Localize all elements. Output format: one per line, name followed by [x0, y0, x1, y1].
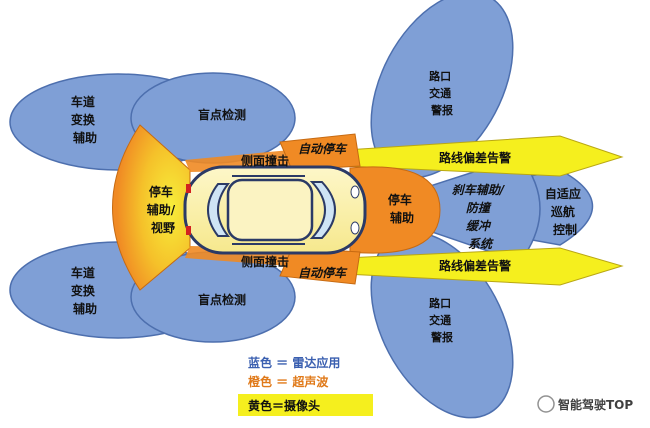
- blind-spot-bottom-label: 盲点检测: [198, 292, 246, 307]
- svg-text:刹车辅助/ 防撞 缓冲: 刹车辅助/ 防撞 缓冲 系统: [452, 183, 509, 251]
- cross-traffic-bottom-label-3: 警报: [430, 330, 454, 344]
- svg-text:车道 变换 辅助: 车道 变换 辅助: [71, 265, 99, 316]
- lane-change-top-label-2: 变换: [71, 112, 96, 127]
- rear-park-zone: [112, 124, 191, 291]
- legend-blue: 蓝色 ＝ 雷达应用: [248, 355, 340, 370]
- car-roof: [226, 178, 314, 242]
- car-front-windshield: [309, 181, 336, 239]
- front-park-label-1: 停车: [388, 192, 412, 207]
- svg-text:停车 辅助: 停车 辅助: [388, 192, 416, 225]
- acc-label-3: 控制: [553, 222, 577, 237]
- auto-park-top-label: 自动停车: [298, 142, 348, 156]
- car-rear-window: [207, 183, 231, 237]
- lane-change-bottom-label-3: 辅助: [73, 301, 97, 316]
- zone-labels: 车道 变换 辅助 车道 变换 辅助 盲点检测 盲点检测 停车 辅助/ 视野 侧面…: [71, 69, 585, 344]
- tail-light-top: [186, 184, 191, 193]
- brake-assist-label-4: 系统: [468, 237, 494, 251]
- cross-traffic-top-label-2: 交通: [429, 86, 451, 100]
- cross-traffic-top-label-1: 路口: [429, 69, 451, 83]
- camera-zones: [344, 135, 624, 286]
- blind-spot-top-label: 盲点检测: [198, 107, 246, 122]
- headlight-top: [350, 185, 360, 199]
- front-park-zone: [349, 166, 441, 254]
- auto-park-top-zone: [279, 133, 361, 171]
- lane-change-top-label-3: 辅助: [73, 130, 97, 145]
- svg-text:停车 辅助/ 视野: 停车 辅助/ 视野: [147, 184, 180, 235]
- svg-text:自适应 巡航 控制: 自适应 巡航 控制: [545, 186, 585, 237]
- svg-text:车道 变换 辅助: 车道 变换 辅助: [71, 94, 99, 145]
- lane-departure-top-label: 路线偏差告警: [439, 150, 511, 165]
- watermark-icon: [537, 395, 555, 413]
- svg-text:路口 交通 警报: 路口 交通 警报: [429, 69, 455, 117]
- rear-park-label-1: 停车: [149, 184, 173, 199]
- car: [183, 165, 367, 255]
- cross-traffic-top-label-3: 警报: [430, 103, 454, 117]
- watermark: 智能驾驶TOP: [537, 395, 633, 413]
- radar-zones: [9, 0, 594, 419]
- lane-change-bottom-label-2: 变换: [71, 283, 96, 298]
- legend-yellow-swatch: [238, 394, 373, 416]
- brake-assist-label-3: 缓冲: [466, 219, 492, 233]
- lane-change-bottom-label-1: 车道: [71, 265, 95, 280]
- legend-orange: 橙色 ＝ 超声波: [248, 374, 329, 389]
- acc-label-2: 巡航: [551, 204, 575, 219]
- watermark-text: 智能驾驶TOP: [557, 397, 633, 412]
- front-park-label-2: 辅助: [390, 210, 414, 225]
- cross-traffic-bottom-label-2: 交通: [429, 313, 451, 327]
- legend-yellow: 黄色＝摄像头: [248, 398, 320, 413]
- brake-assist-label-2: 防撞: [466, 201, 492, 215]
- rear-park-label-2: 辅助/: [147, 202, 176, 217]
- cross-traffic-bottom-label-1: 路口: [429, 296, 451, 310]
- legend: 蓝色 ＝ 雷达应用 橙色 ＝ 超声波 黄色＝摄像头: [238, 355, 373, 416]
- auto-park-bottom-label: 自动停车: [298, 266, 348, 280]
- lane-departure-bottom-label: 路线偏差告警: [439, 258, 511, 273]
- headlight-bottom: [350, 221, 360, 235]
- tail-light-bottom: [186, 226, 191, 235]
- side-collision-bottom-label: 侧面撞击: [241, 254, 289, 269]
- rear-park-label-3: 视野: [151, 220, 175, 235]
- side-collision-top-label: 侧面撞击: [241, 153, 289, 168]
- brake-assist-label-1: 刹车辅助/: [452, 183, 506, 197]
- svg-text:路口 交通 警报: 路口 交通 警报: [429, 296, 455, 344]
- lane-change-top-label-1: 车道: [71, 94, 95, 109]
- acc-label-1: 自适应: [545, 186, 581, 201]
